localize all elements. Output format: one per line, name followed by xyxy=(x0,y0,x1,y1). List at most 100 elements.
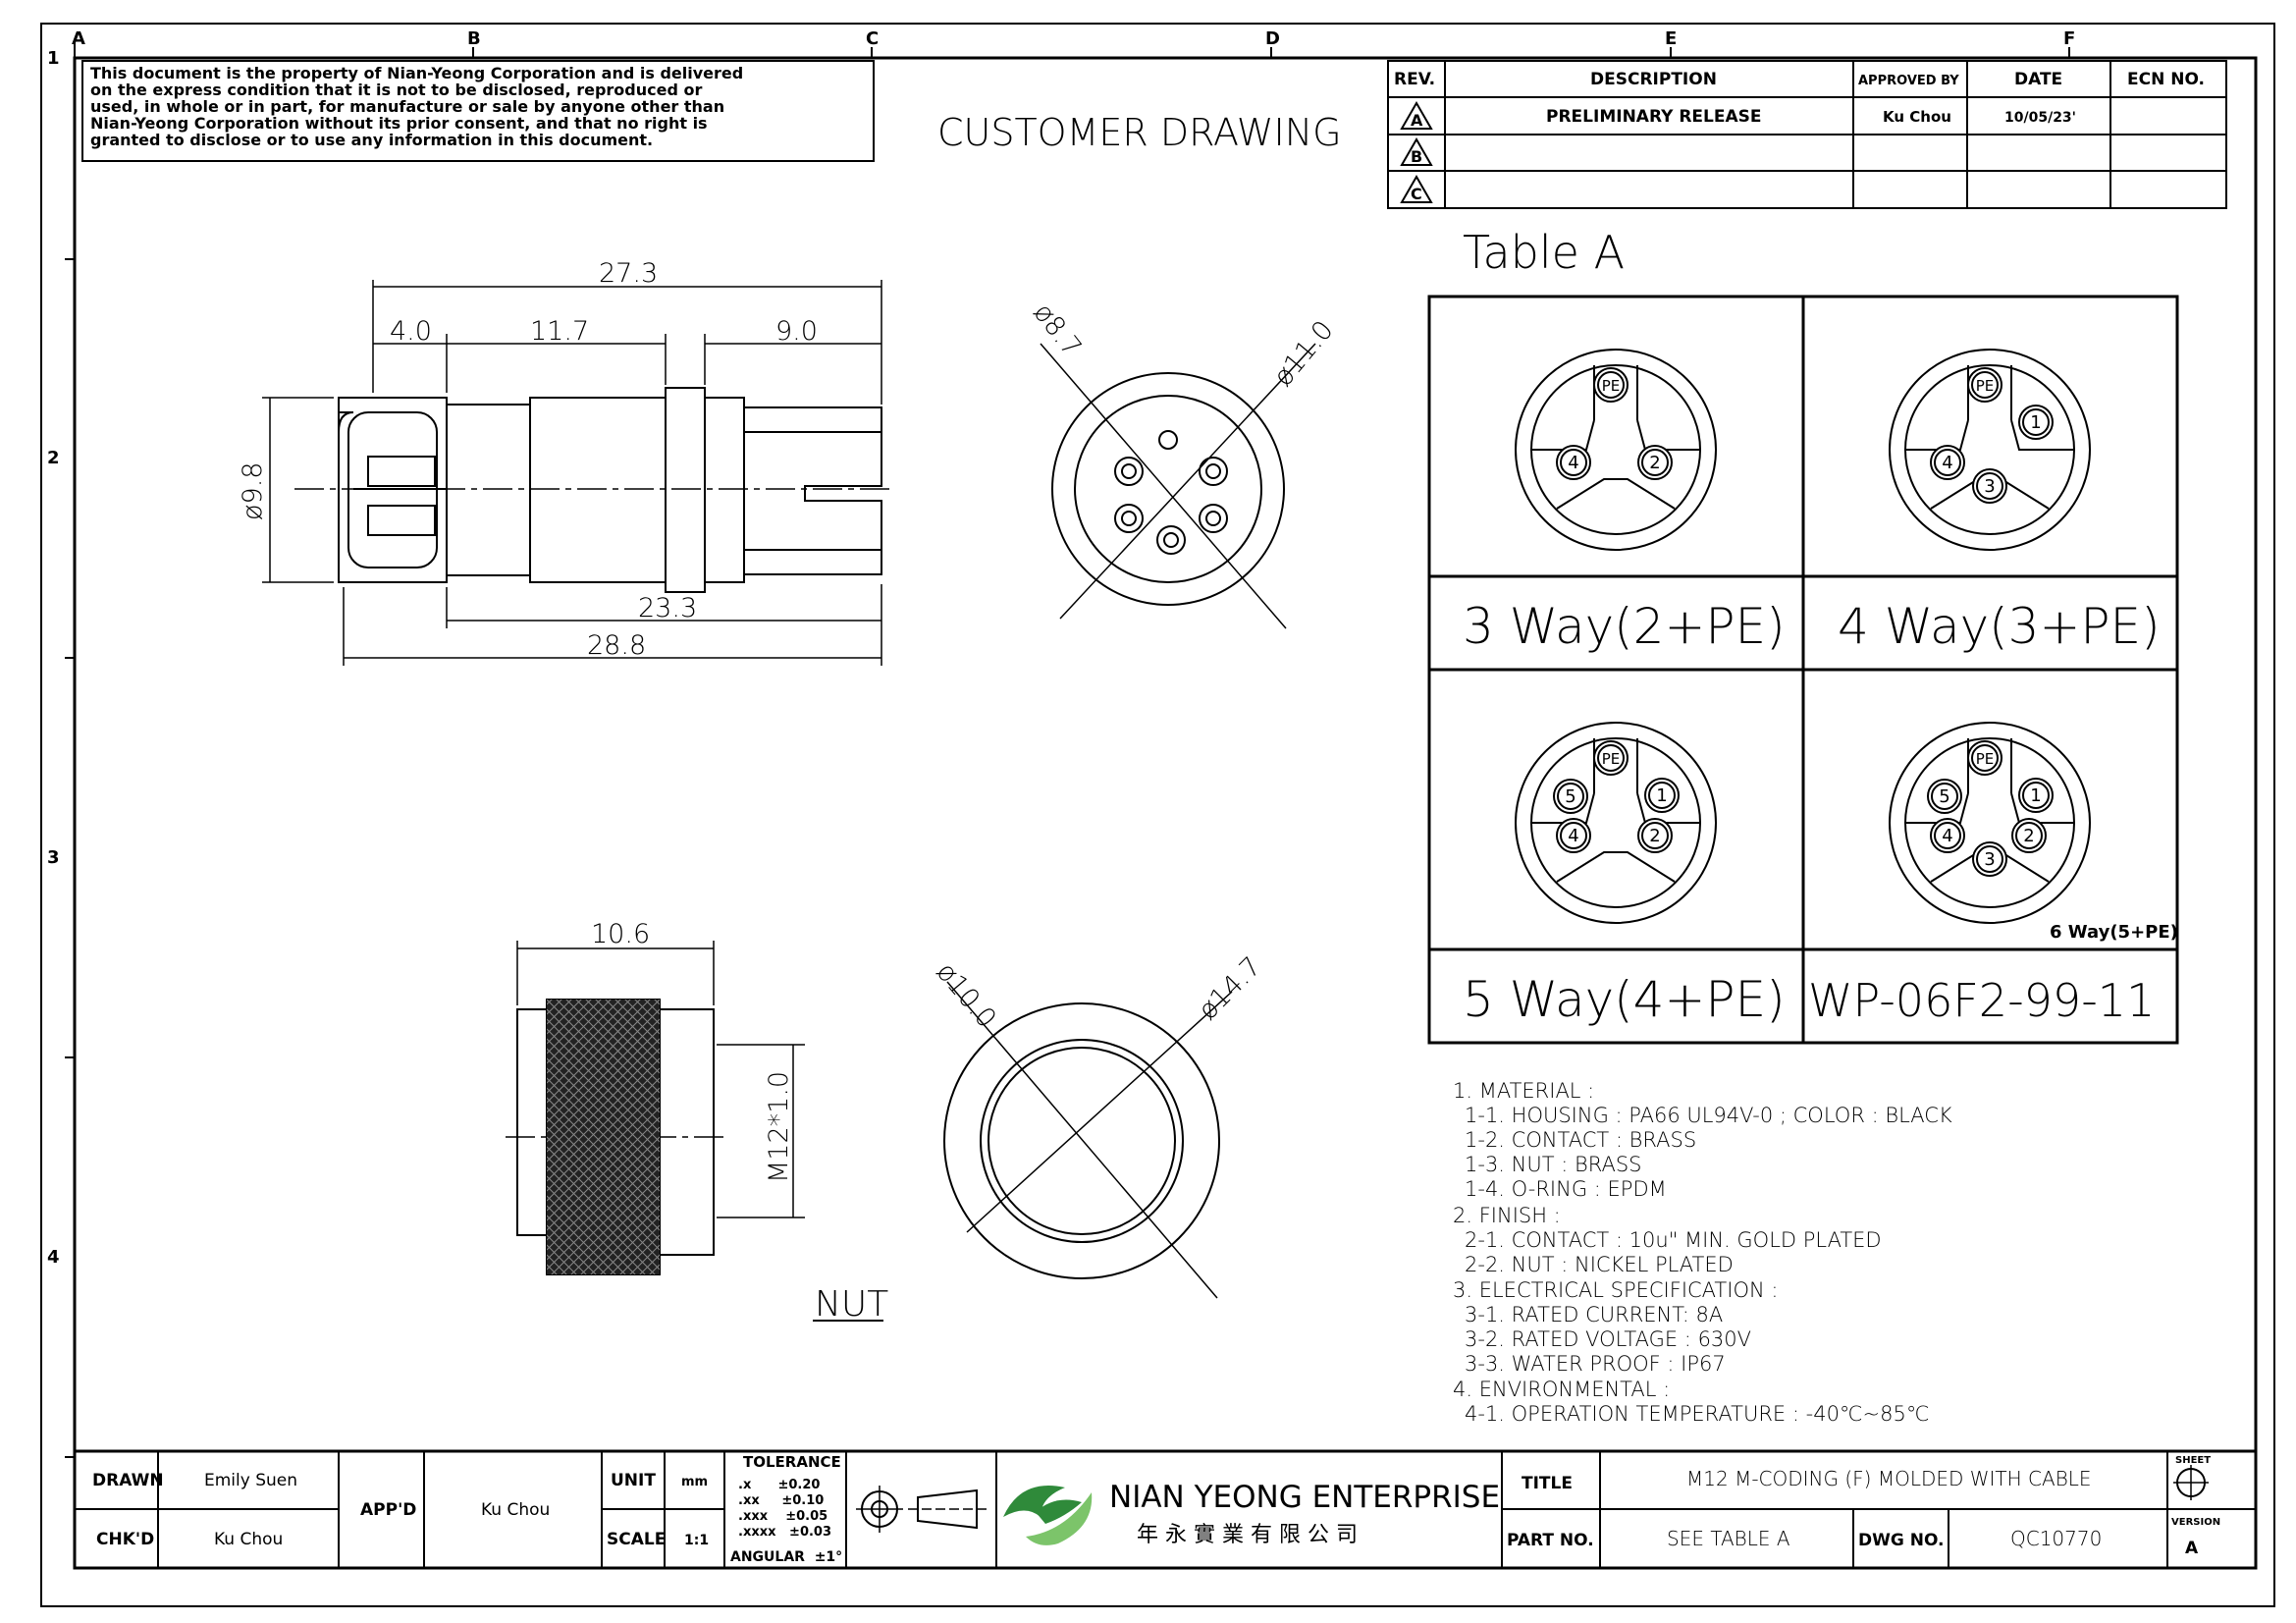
table-a-label-6way: 6 Way(5+PE) xyxy=(2050,922,2178,943)
approved-header: APPROVED BY xyxy=(1858,74,1959,88)
notice-line-5: granted to disclose or to use any inform… xyxy=(90,131,653,149)
knurl-line xyxy=(649,1264,660,1274)
pin-label: PE xyxy=(1602,377,1621,395)
grid-row-3: 3 xyxy=(47,847,60,868)
drawn-value: Emily Suen xyxy=(204,1471,297,1490)
knurl-line xyxy=(547,1000,572,1025)
rev-a-approved: Ku Chou xyxy=(1883,108,1951,126)
note-3-2: 3-2. RATED VOLTAGE : 630V xyxy=(1465,1327,1751,1351)
unit-value: mm xyxy=(681,1475,708,1489)
knurl-line xyxy=(547,1000,631,1084)
pin-3: 3 xyxy=(1972,841,2007,877)
pin-label: PE xyxy=(1602,750,1621,768)
grid-col-d: D xyxy=(1265,28,1280,49)
knurl-line xyxy=(547,1156,660,1271)
pin-label: 5 xyxy=(1565,786,1575,807)
pin-4: 4 xyxy=(1930,445,1965,480)
knurl-line xyxy=(610,1224,660,1274)
company-logo xyxy=(1003,1486,1093,1545)
chkd-value: Ku Chou xyxy=(214,1530,283,1549)
knurl-line xyxy=(547,1234,587,1274)
nut-dim-len: 10.6 xyxy=(591,919,650,949)
dwgno-value: QC10770 xyxy=(2010,1527,2102,1550)
knurl-line xyxy=(619,1234,660,1274)
pin-3: 3 xyxy=(1972,468,2007,504)
scale-value: 1:1 xyxy=(684,1533,709,1548)
knurl-line xyxy=(547,1000,592,1045)
knurl-line xyxy=(547,1008,660,1123)
dim-a: 4.0 xyxy=(390,316,432,347)
pin-PE: PE xyxy=(1967,740,2002,776)
pin-PE: PE xyxy=(1593,367,1629,403)
rev-a-letter: A xyxy=(1411,111,1423,130)
scale-label: SCALE xyxy=(607,1530,666,1549)
partno-value: SEE TABLE A xyxy=(1667,1527,1790,1550)
notice-line-1: This document is the property of Nian-Ye… xyxy=(90,64,743,82)
appd-value: Ku Chou xyxy=(481,1500,550,1520)
knurl-line xyxy=(561,1175,660,1274)
pin-label: 4 xyxy=(1568,826,1578,846)
knurl-line xyxy=(614,1000,660,1045)
notice-line-4: Nian-Yeong Corporation without its prior… xyxy=(90,114,708,133)
knurl-line xyxy=(547,1107,660,1221)
knurl-line xyxy=(634,1000,660,1025)
note-1-1: 1-1. HOUSING : PA66 UL94V-0 ; COLOR : BL… xyxy=(1465,1104,1952,1127)
tolerance-xxx: .xxx ±0.05 xyxy=(738,1509,828,1524)
pin-1: 1 xyxy=(1644,778,1680,813)
note-1-3: 1-3. NUT : BRASS xyxy=(1465,1153,1642,1176)
rev-b-letter: B xyxy=(1411,147,1422,166)
note-3-1: 3-1. RATED CURRENT: 8A xyxy=(1465,1303,1723,1326)
inner-border xyxy=(73,56,2258,1570)
pin-5: 5 xyxy=(1927,779,1962,814)
nut-label: NUT xyxy=(815,1284,888,1325)
pin-label: 5 xyxy=(1939,786,1949,807)
face-dim-d1: ø8.7 xyxy=(1027,298,1087,362)
pin-4: 4 xyxy=(1930,818,1965,853)
grid-col-c: C xyxy=(866,28,879,49)
knurl-line xyxy=(639,1254,660,1274)
nut-dim-thread: M12*1.0 xyxy=(764,1071,794,1183)
knurl-line xyxy=(547,1000,660,1113)
note-4-1: 4-1. OPERATION TEMPERATURE : -40℃~85℃ xyxy=(1465,1402,1929,1426)
face-view xyxy=(1040,343,1316,629)
knurl-line xyxy=(547,1057,660,1172)
knurl-line xyxy=(600,1215,660,1274)
knurl-line xyxy=(629,1244,660,1274)
knurl-line xyxy=(547,1000,651,1104)
tolerance-angular: ANGULAR ±1° xyxy=(730,1549,842,1565)
grid-row-1: 1 xyxy=(47,48,60,69)
connector-face-3: PE 5 1 4 2 xyxy=(1515,722,1717,924)
grid-col-a: A xyxy=(72,28,85,49)
pin-PE: PE xyxy=(1967,367,2002,403)
knurl-line xyxy=(547,1087,660,1202)
date-header: DATE xyxy=(2014,70,2062,89)
rev-header: REV. xyxy=(1394,70,1435,89)
ecn-header: ECN NO. xyxy=(2127,70,2205,89)
notice-box xyxy=(81,60,875,162)
rev-triangles xyxy=(1400,100,1433,203)
knurl-line xyxy=(547,1067,660,1182)
knurl-line xyxy=(547,1224,597,1274)
dim-c: 9.0 xyxy=(775,316,818,347)
side-view xyxy=(294,387,893,593)
knurl-line xyxy=(547,1028,660,1143)
note-2: 2. FINISH : xyxy=(1453,1204,1561,1227)
pin-label: 3 xyxy=(1984,849,1995,870)
grid-row-4: 4 xyxy=(47,1247,60,1268)
drawn-label: DRAWN xyxy=(92,1471,164,1490)
table-a-label-4way: 4 Way(3+PE) xyxy=(1838,598,2161,655)
dim-b: 11.7 xyxy=(530,316,589,347)
tolerance-xx: .xx ±0.10 xyxy=(738,1493,824,1508)
pin-label: 2 xyxy=(1649,826,1660,846)
knurl-line xyxy=(547,1136,660,1251)
knurl-line xyxy=(590,1205,660,1274)
description-header: DESCRIPTION xyxy=(1590,70,1717,89)
dim-diameter: ø9.8 xyxy=(238,462,268,520)
title-value: M12 M-CODING (F) MOLDED WITH CABLE xyxy=(1686,1467,2092,1490)
pin-label: PE xyxy=(1976,750,1995,768)
pin-label: 4 xyxy=(1568,453,1578,473)
knurl-line xyxy=(547,1038,660,1153)
pin-label: 2 xyxy=(2023,826,2034,846)
